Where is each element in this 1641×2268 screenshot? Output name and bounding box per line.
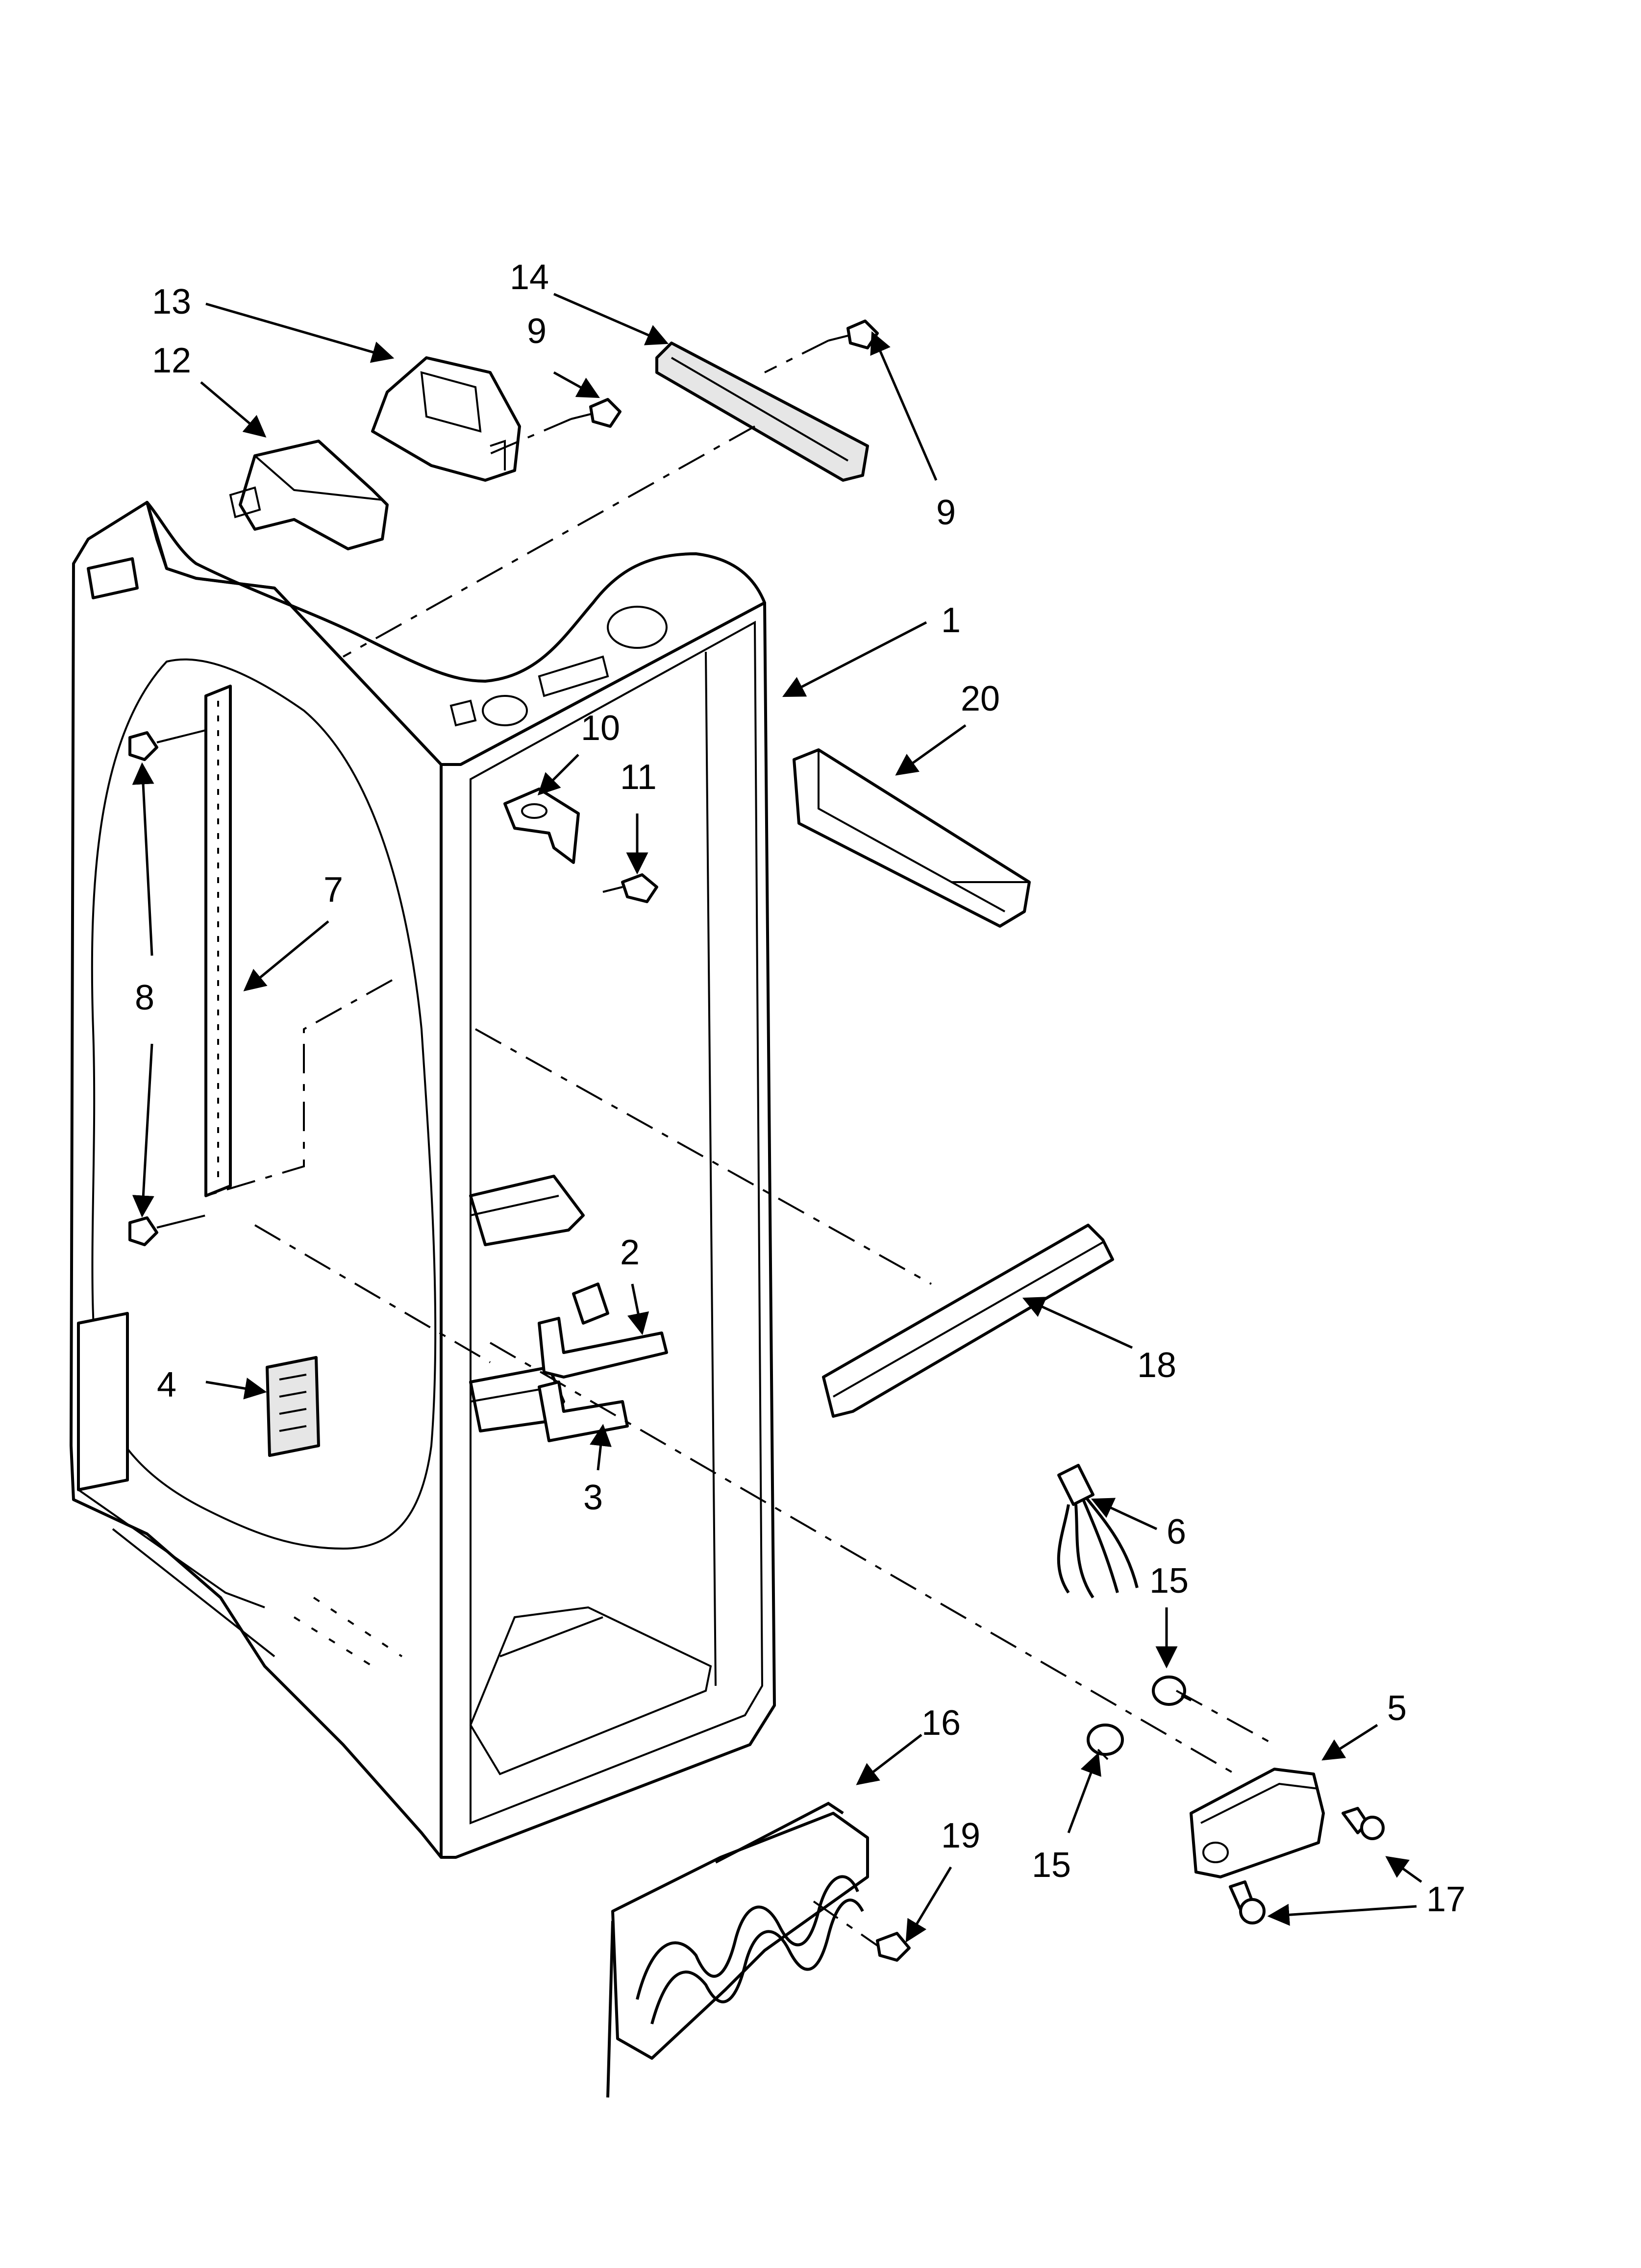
part-13-cover <box>371 356 521 482</box>
leader-lines <box>132 293 1422 1943</box>
callout-8: 8 <box>135 978 154 1017</box>
callout-3: 3 <box>583 1478 603 1517</box>
callout-1: 1 <box>941 601 961 640</box>
part-14-trim-strip <box>655 342 869 482</box>
part-2-bracket <box>538 1282 668 1379</box>
part-8-screw-top <box>128 731 177 761</box>
callout-2: 2 <box>620 1233 640 1272</box>
part-7-shelf-rail <box>204 685 232 1197</box>
callout-15-upper: 15 <box>1149 1561 1189 1601</box>
part-18-cross-bar <box>822 1224 1114 1418</box>
callout-17: 17 <box>1426 1880 1466 1919</box>
part-20-channel <box>793 748 1031 928</box>
assembly-lines <box>176 340 1275 1947</box>
callout-16: 16 <box>921 1703 961 1743</box>
callout-20: 20 <box>961 679 1000 718</box>
part-9-screw-left <box>571 398 622 428</box>
callout-19: 19 <box>941 1816 980 1855</box>
callout-11: 11 <box>620 758 657 797</box>
part-16-heater-coil <box>606 1801 869 2098</box>
callout-6: 6 <box>1167 1512 1186 1552</box>
callout-labels: 1 2 3 4 5 6 7 8 9 9 10 11 12 13 14 15 15… <box>135 258 1466 1919</box>
part-4-light-housing <box>266 1356 320 1457</box>
part-15-bulb-upper <box>1152 1676 1192 1706</box>
part-17-screw-lower <box>1229 1880 1266 1924</box>
part-9-screw-right <box>828 320 879 349</box>
part-17-screw-upper <box>1342 1807 1385 1840</box>
cabinet-liner <box>70 501 776 1859</box>
callout-9-right: 9 <box>936 493 956 532</box>
callout-4: 4 <box>157 1365 176 1405</box>
callout-5: 5 <box>1387 1689 1407 1728</box>
callout-13: 13 <box>152 282 191 321</box>
callout-15-lower: 15 <box>1032 1846 1071 1885</box>
callout-18: 18 <box>1137 1346 1176 1385</box>
callout-14: 14 <box>510 258 549 297</box>
callout-9-left: 9 <box>527 312 547 351</box>
part-5-trough <box>1190 1768 1325 1878</box>
callout-7: 7 <box>323 870 343 910</box>
part-8-screw-bottom <box>128 1216 177 1246</box>
part-11-screw <box>602 873 658 903</box>
part-6-wire-harness <box>1057 1464 1139 1599</box>
part-15-bulb-lower <box>1087 1724 1124 1760</box>
callout-10: 10 <box>581 709 620 748</box>
callout-12: 12 <box>152 341 191 380</box>
part-19-screw <box>876 1932 911 1962</box>
part-12-control-housing <box>229 440 389 550</box>
